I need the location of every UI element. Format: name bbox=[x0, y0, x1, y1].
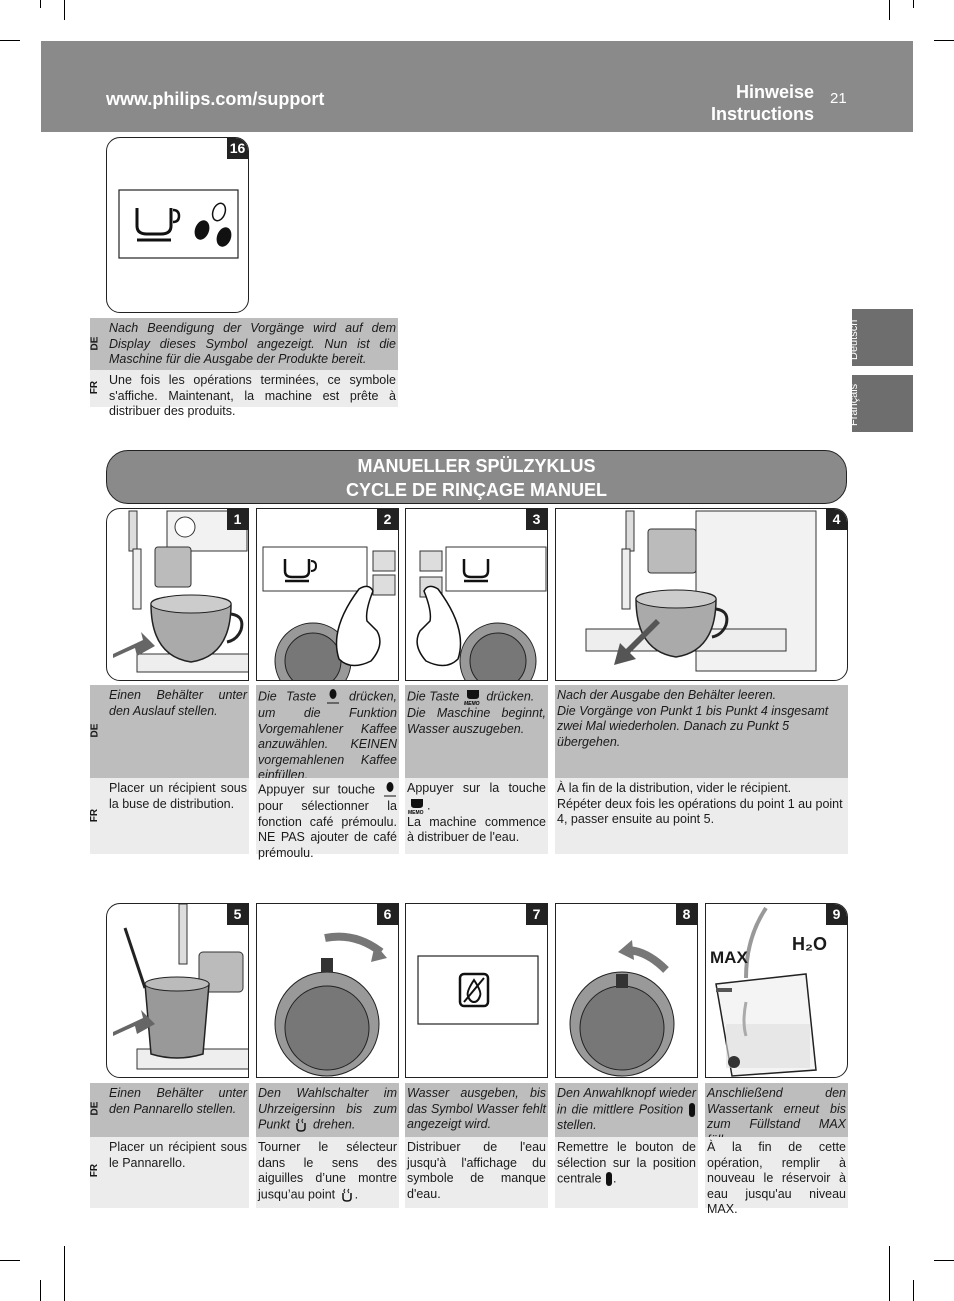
step-3-de-text: Die Taste MEMO drücken. Die Maschine beg… bbox=[405, 685, 548, 778]
step-6-de-text: Den Wahlschalter im Uhrzeigersinn bis zu… bbox=[256, 1083, 399, 1137]
step-16-illustration: 16 bbox=[106, 137, 249, 313]
tab-francais-label: Français bbox=[848, 383, 860, 426]
step-8-de-text: Den Anwahlknopf wieder in die mittlere P… bbox=[555, 1083, 698, 1137]
crop-mark bbox=[889, 0, 890, 20]
tab-francais[interactable]: Français bbox=[848, 375, 913, 432]
crop-mark bbox=[934, 40, 954, 41]
step-3-fr-text: Appuyer sur la touche MEMO. La machine c… bbox=[405, 778, 548, 854]
crop-mark bbox=[64, 0, 65, 20]
display-ready-icon bbox=[118, 189, 239, 259]
turn-knob-clockwise-drawing bbox=[274, 932, 387, 1077]
crop-mark bbox=[913, 1280, 914, 1301]
header-title: Hinweise Instructions bbox=[711, 81, 814, 125]
step-3-illustration: 3 bbox=[405, 508, 548, 681]
lang-label-fr: FR bbox=[89, 1137, 108, 1208]
step-1-de-text: Einen Behälter unter den Auslauf stellen… bbox=[107, 685, 249, 778]
crop-mark bbox=[40, 0, 41, 8]
step-16-de-text: Nach Beendigung der Vorgänge wird auf de… bbox=[107, 318, 398, 370]
step-4-de-text: Nach der Ausgabe den Behälter leeren. Di… bbox=[555, 685, 848, 778]
svg-text:MEMO: MEMO bbox=[408, 810, 424, 815]
turn-knob-to-center-drawing bbox=[569, 940, 675, 1077]
remove-cup-drawing bbox=[585, 510, 817, 672]
step-1-illustration: 1 bbox=[106, 508, 249, 681]
lang-label-de: DE bbox=[89, 685, 108, 778]
crop-mark bbox=[40, 1280, 41, 1301]
step-8-illustration: 8 bbox=[555, 903, 698, 1078]
memo-button-press-drawing bbox=[416, 546, 547, 680]
lang-label-fr: FR bbox=[89, 778, 108, 854]
crop-mark bbox=[64, 1246, 65, 1301]
coffee-bean-button-icon bbox=[383, 781, 397, 799]
crop-mark bbox=[0, 40, 20, 41]
tab-deutsch[interactable]: Deutsch bbox=[848, 309, 913, 366]
pannarello-container-drawing bbox=[113, 904, 248, 1070]
lang-label-de: DE bbox=[89, 318, 108, 370]
page-header-bar bbox=[41, 41, 913, 132]
step-2-fr-text: Appuyer sur touche pour sélectionner la … bbox=[256, 778, 399, 860]
step-number: 5 bbox=[227, 904, 248, 925]
memo-cup-button-icon: MEMO bbox=[407, 797, 427, 815]
step-5-illustration: 5 bbox=[106, 903, 249, 1078]
crop-mark bbox=[913, 0, 914, 8]
step-7-illustration: 7 bbox=[405, 903, 548, 1078]
steam-position-icon bbox=[339, 1187, 355, 1203]
step-9-de-text: Anschließend den Wassertank erneut bis z… bbox=[705, 1083, 848, 1147]
step-number: 16 bbox=[227, 138, 248, 159]
svg-text:MEMO: MEMO bbox=[464, 701, 480, 706]
step-number: 4 bbox=[826, 509, 847, 530]
step-4-fr-text: À la fin de la distribution, vider le ré… bbox=[555, 778, 848, 854]
step-2-illustration: 2 bbox=[256, 508, 399, 681]
section-title-de: MANUELLER SPÜLZYKLUS bbox=[357, 456, 596, 476]
center-position-icon bbox=[605, 1171, 613, 1187]
crop-mark bbox=[934, 1260, 954, 1261]
step-6-illustration: 6 bbox=[256, 903, 399, 1078]
crop-mark bbox=[0, 1260, 20, 1261]
step-number: 7 bbox=[526, 904, 547, 925]
tab-deutsch-label: Deutsch bbox=[848, 319, 860, 360]
step-number: 8 bbox=[676, 904, 697, 925]
step-8-fr-text: Remettre le bouton de sélection sur la p… bbox=[555, 1137, 698, 1208]
steam-position-icon bbox=[293, 1117, 309, 1133]
step-2-de-text: Die Taste drücken, um die Funktion Vorge… bbox=[256, 685, 399, 782]
center-position-icon bbox=[688, 1102, 696, 1118]
lang-label-fr: FR bbox=[89, 370, 108, 407]
h2o-label: H₂O bbox=[792, 934, 827, 954]
step-number: 6 bbox=[377, 904, 398, 925]
step-number: 2 bbox=[377, 509, 398, 530]
fill-water-tank-drawing bbox=[715, 906, 817, 1077]
max-label: MAX bbox=[710, 948, 748, 967]
step-5-fr-text: Placer un récipient sous le Pannarello. bbox=[107, 1137, 249, 1208]
header-title-fr: Instructions bbox=[710, 104, 814, 124]
step-7-fr-text: Distribuer de l'eau jusqu'à l'affichage … bbox=[405, 1137, 548, 1208]
step-number: 9 bbox=[826, 904, 847, 925]
step-number: 1 bbox=[227, 509, 248, 530]
coffee-bean-button-icon bbox=[326, 688, 340, 706]
step-1-fr-text: Placer un récipient sous la buse de dist… bbox=[107, 778, 249, 854]
lang-label-de: DE bbox=[89, 1083, 108, 1137]
section-title: MANUELLER SPÜLZYKLUS CYCLE DE RINÇAGE MA… bbox=[106, 450, 847, 504]
step-5-de-text: Einen Behälter unter den Pannarello stel… bbox=[107, 1083, 249, 1137]
crop-mark bbox=[889, 1246, 890, 1301]
page-number: 21 bbox=[830, 90, 847, 107]
step-4-illustration: 4 bbox=[555, 508, 848, 681]
step-9-fr-text: À la fin de cette opération, remplir à n… bbox=[705, 1137, 848, 1216]
step-16-fr-text: Une fois les opérations terminées, ce sy… bbox=[107, 370, 398, 418]
support-url[interactable]: www.philips.com/support bbox=[106, 89, 325, 109]
section-title-fr: CYCLE DE RINÇAGE MANUEL bbox=[345, 480, 607, 500]
ground-coffee-button-press-drawing bbox=[262, 546, 396, 680]
memo-cup-button-icon: MEMO bbox=[463, 688, 483, 706]
cup-under-spout-drawing bbox=[113, 510, 248, 673]
header-title-de: Hinweise bbox=[735, 82, 814, 102]
step-7-de-text: Wasser ausgeben, bis das Symbol Wasser f… bbox=[405, 1083, 548, 1137]
step-number: 3 bbox=[526, 509, 547, 530]
step-9-illustration: 9 MAX H₂O bbox=[705, 903, 848, 1078]
water-empty-display-drawing bbox=[417, 955, 539, 1025]
step-6-fr-text: Tourner le sélecteur dans le sens des ai… bbox=[256, 1137, 399, 1208]
